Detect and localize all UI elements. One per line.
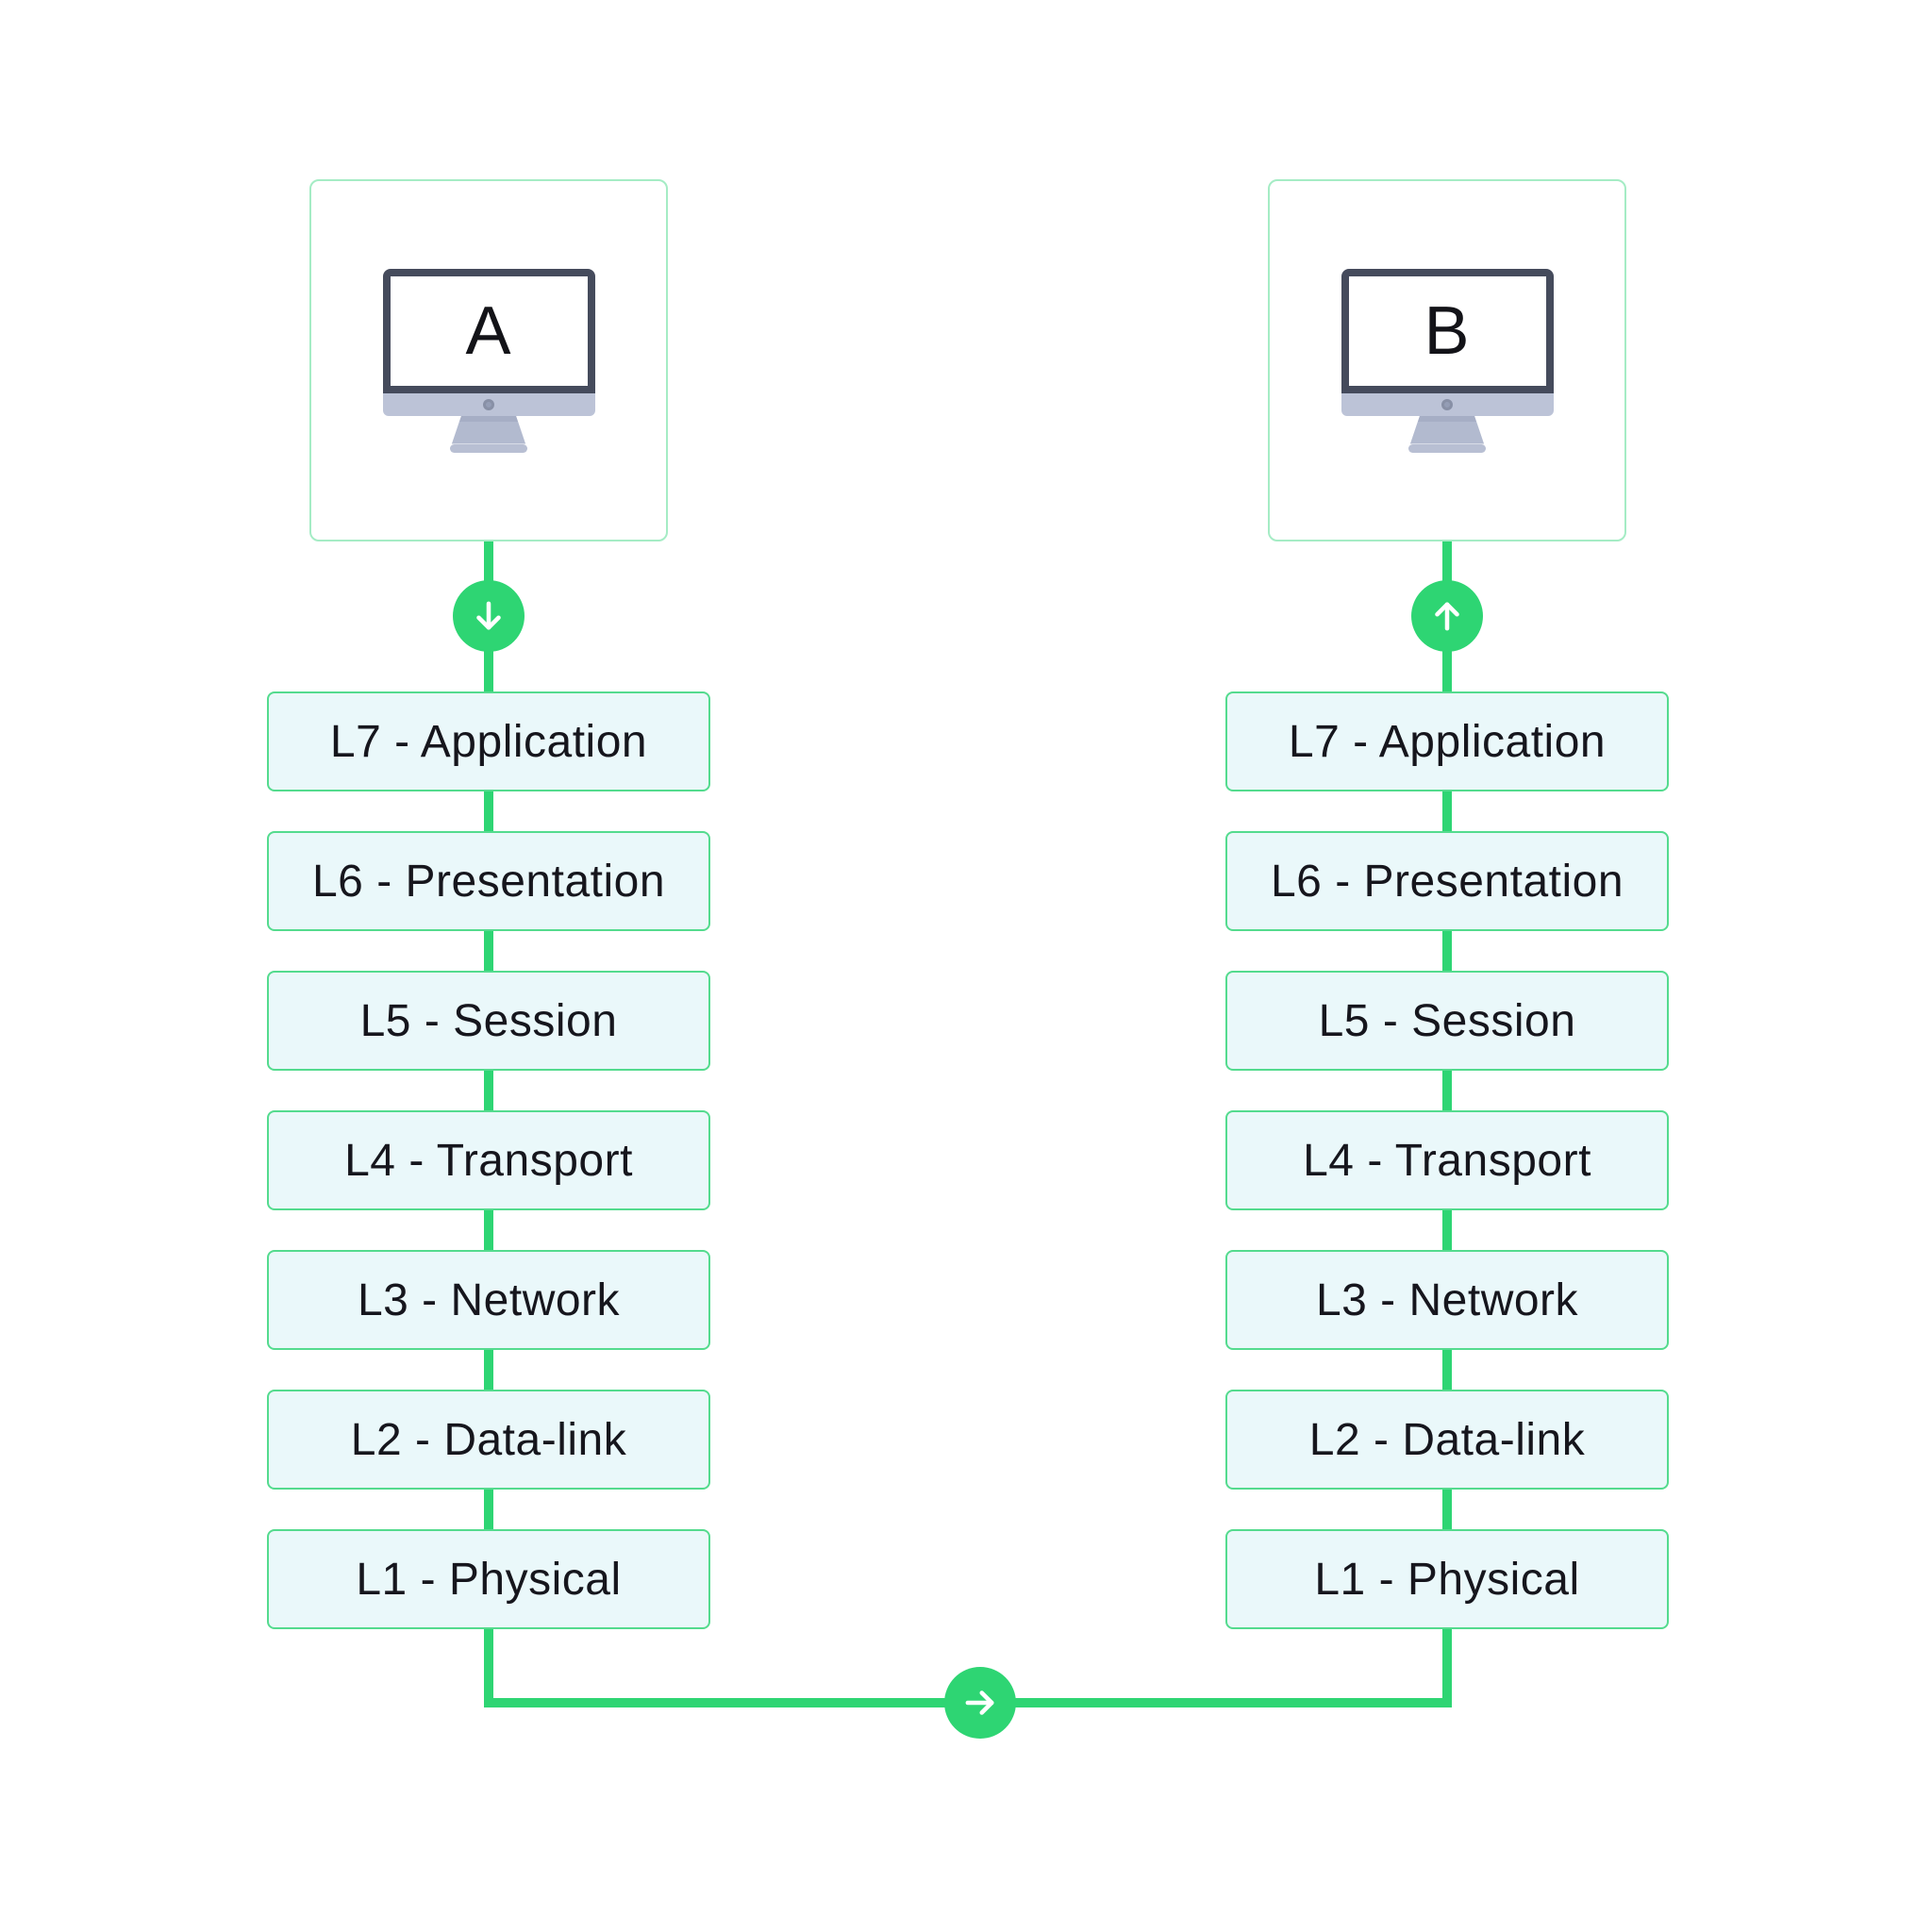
arrow-down-icon: [453, 580, 525, 652]
layer-label: L1 - Physical: [356, 1554, 622, 1605]
layer-label: L6 - Presentation: [311, 856, 666, 907]
layer-label: L2 - Data-link: [1308, 1414, 1586, 1465]
arrow-up-icon: [1411, 580, 1483, 652]
layer-label: L5 - Session: [359, 995, 618, 1046]
layer-label: L2 - Data-link: [350, 1414, 627, 1465]
layer-label: L6 - Presentation: [1270, 856, 1624, 907]
node-letter: B: [1424, 292, 1471, 369]
monitor-stand: [1410, 415, 1484, 444]
layer-label: L4 - Transport: [344, 1135, 633, 1186]
layer-box: L5 - Session: [1225, 971, 1669, 1071]
layer-label: L4 - Transport: [1303, 1135, 1591, 1186]
layer-box: L2 - Data-link: [1225, 1390, 1669, 1490]
layer-box: L4 - Transport: [1225, 1110, 1669, 1210]
layer-box: L3 - Network: [267, 1250, 710, 1350]
layer-label: L5 - Session: [1318, 995, 1576, 1046]
layer-stack-b: L7 - Application L6 - Presentation L5 - …: [1225, 691, 1669, 1629]
layer-box: L6 - Presentation: [1225, 831, 1669, 931]
monitor-chin: [382, 392, 595, 416]
monitor-chin: [1341, 392, 1554, 416]
layer-label: L3 - Network: [357, 1274, 621, 1325]
monitor-screen: B: [1341, 268, 1554, 393]
layer-label: L7 - Application: [1288, 716, 1607, 767]
layer-box: L7 - Application: [267, 691, 710, 791]
layer-box: L1 - Physical: [267, 1529, 710, 1629]
layer-box: L5 - Session: [267, 971, 710, 1071]
layer-box: L1 - Physical: [1225, 1529, 1669, 1629]
layer-box: L3 - Network: [1225, 1250, 1669, 1350]
layer-box: L7 - Application: [1225, 691, 1669, 791]
camera-dot-icon: [483, 398, 494, 410]
node-letter: A: [465, 292, 512, 369]
monitor-icon: B: [1341, 268, 1554, 453]
monitor-icon: A: [382, 268, 595, 453]
monitor-base: [450, 443, 527, 453]
computer-node-a: A: [309, 179, 668, 541]
layer-label: L1 - Physical: [1314, 1554, 1580, 1605]
monitor-stand: [452, 415, 525, 444]
layer-box: L4 - Transport: [267, 1110, 710, 1210]
layer-stack-a: L7 - Application L6 - Presentation L5 - …: [267, 691, 710, 1629]
layer-label: L3 - Network: [1315, 1274, 1579, 1325]
arrow-right-icon: [944, 1667, 1016, 1739]
layer-box: L6 - Presentation: [267, 831, 710, 931]
computer-node-b: B: [1268, 179, 1626, 541]
camera-dot-icon: [1441, 398, 1453, 410]
layer-label: L7 - Application: [329, 716, 648, 767]
layer-box: L2 - Data-link: [267, 1390, 710, 1490]
monitor-screen: A: [382, 268, 595, 393]
monitor-base: [1408, 443, 1486, 453]
